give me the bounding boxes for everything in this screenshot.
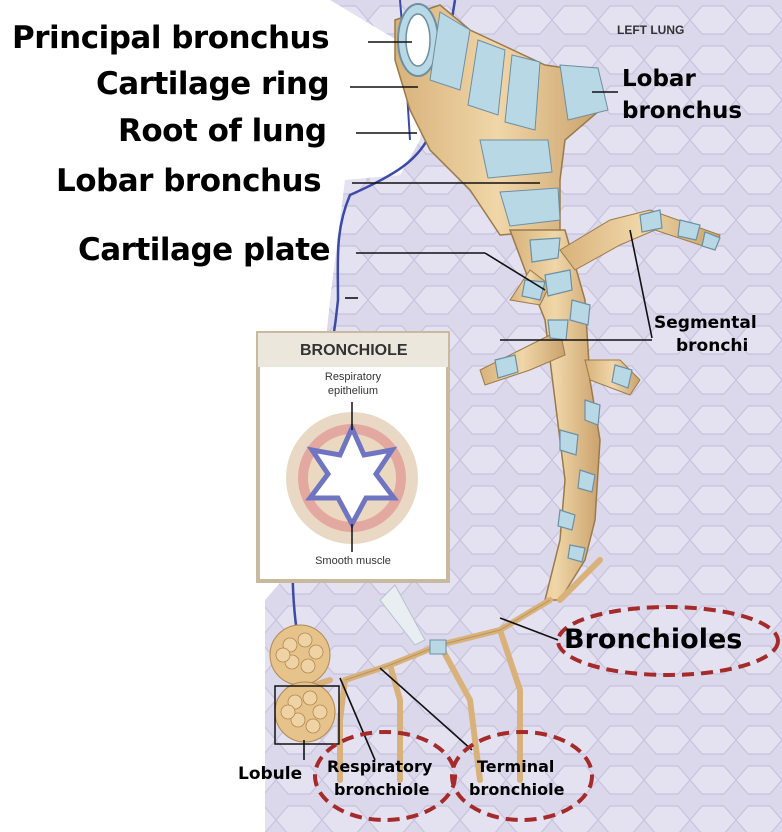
principal-bronchus-shape <box>394 3 609 236</box>
label-left-lung: LEFT LUNG <box>617 23 685 37</box>
terminal-bronchiole-highlight <box>450 730 594 822</box>
terminal-bronchiole-marker <box>429 639 447 655</box>
label-lobar-line2: bronchus <box>622 98 743 124</box>
inset-pointer <box>379 584 426 646</box>
label-lobar-bronchus: Lobar bronchus <box>56 163 322 199</box>
lung-tissue <box>265 0 782 832</box>
label-respiratory-line2: bronchiole <box>334 780 430 799</box>
highlight-circles <box>313 605 780 822</box>
bronchiole-inset <box>256 331 450 583</box>
label-terminal-line1: Terminal <box>477 757 555 776</box>
inset-epithelium-line1: Respiratory <box>324 371 382 383</box>
label-lobar-line1: Lobar <box>622 66 696 92</box>
inset-title: BRONCHIOLE <box>300 342 408 359</box>
lobule-box <box>274 685 340 745</box>
cartilage-plates <box>494 209 721 563</box>
leader-lines <box>303 41 653 761</box>
bronchioles-highlight <box>556 605 780 677</box>
label-lobule: Lobule <box>238 764 303 784</box>
label-bronchioles: Bronchioles <box>564 624 743 655</box>
lobule-clusters <box>269 624 340 745</box>
label-cartilage-ring: Cartilage ring <box>96 66 330 102</box>
label-cartilage-plate: Cartilage plate <box>78 232 331 268</box>
label-segmental-line1: Segmental <box>654 313 757 333</box>
inset-epithelium-line2: epithelium <box>327 385 379 397</box>
label-root-of-lung: Root of lung <box>118 113 327 149</box>
label-segmental-line2: bronchi <box>676 336 749 356</box>
label-terminal-line2: bronchiole <box>469 780 565 799</box>
label-principal-bronchus: Principal bronchus <box>12 20 330 56</box>
label-respiratory-line1: Respiratory <box>327 757 433 776</box>
respiratory-bronchiole-highlight <box>313 730 457 822</box>
inset-smooth-muscle: Smooth muscle <box>315 555 391 567</box>
